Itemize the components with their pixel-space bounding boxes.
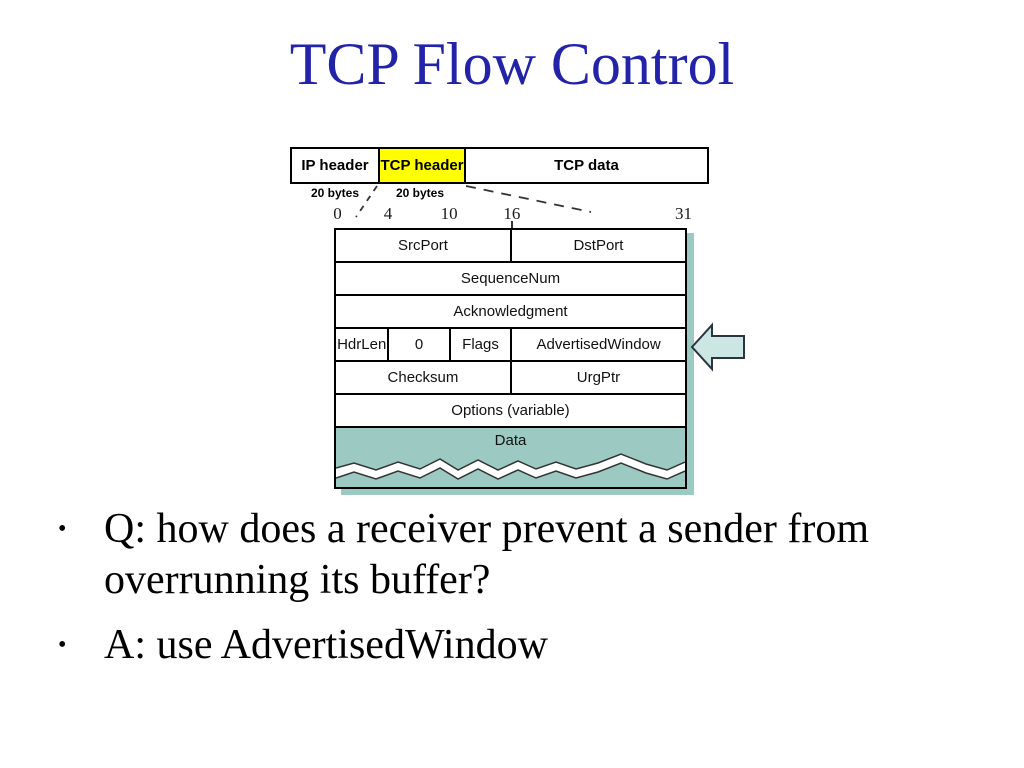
bit-tick-31: 31	[674, 204, 692, 223]
bullet-answer-text: A: use AdvertisedWindow	[104, 622, 548, 669]
bit-tick-4: 4	[383, 204, 393, 223]
field-checksum: Checksum	[336, 362, 512, 393]
field-urgptr: UrgPtr	[576, 369, 621, 386]
bullet-question: • Q: how does a receiver prevent a sende…	[52, 504, 940, 606]
tcp-data-label: TCP data	[554, 157, 619, 174]
field-srcport: SrcPort	[336, 230, 512, 261]
slide-title: TCP Flow Control	[289, 31, 735, 97]
ip-header-size-label: 20 bytes	[310, 186, 360, 200]
data-section: Data	[336, 428, 685, 487]
table-row-options: Options (variable)	[336, 395, 685, 428]
bit-tick-10: 10	[440, 204, 458, 223]
field-flags: Flags	[451, 329, 513, 360]
bit-tick-0: 0	[333, 204, 342, 223]
field-zero: 0	[389, 329, 451, 360]
field-sequencenum: SequenceNum	[460, 270, 561, 287]
bit-tick-16: 16	[503, 204, 521, 223]
bullet-dot: •	[58, 516, 67, 542]
tcp-header-label: TCP header	[380, 157, 464, 174]
packet-bar: IP header TCP header TCP data	[290, 147, 709, 184]
packet-segment-tcp-header: TCP header	[380, 149, 466, 182]
bullet-list: • Q: how does a receiver prevent a sende…	[52, 504, 940, 672]
bullet-answer: • A: use AdvertisedWindow	[52, 620, 940, 671]
bullet-dot: •	[58, 632, 67, 659]
table-row-checksum-urgptr: Checksum UrgPtr	[336, 362, 685, 395]
tcp-header-table: SrcPort DstPort SequenceNum Acknowledgme…	[334, 228, 687, 489]
advertised-window-arrow-icon	[690, 322, 745, 372]
tcp-header-size-label: 20 bytes	[395, 186, 445, 200]
field-hdrlen: HdrLen	[336, 329, 390, 360]
table-row-ports: SrcPort DstPort	[336, 230, 685, 263]
bit16-tick-mark	[511, 221, 513, 228]
field-data: Data	[494, 432, 527, 449]
torn-edge-zigzag	[336, 453, 685, 480]
packet-segment-ip-header: IP header	[292, 149, 380, 182]
bullet-question-text: Q: how does a receiver prevent a sender …	[104, 506, 870, 604]
ip-header-label: IP header	[301, 157, 369, 174]
table-row-flags-window: HdrLen 0 Flags AdvertisedWindow	[336, 329, 685, 362]
field-options: Options (variable)	[451, 402, 570, 419]
packet-segment-tcp-data: TCP data	[466, 149, 707, 182]
field-advertisedwindow: AdvertisedWindow	[536, 336, 661, 353]
field-acknowledgment: Acknowledgment	[453, 303, 568, 320]
bit-ruler: 0 4 10 16 31	[333, 202, 692, 226]
table-row-sequencenum: SequenceNum	[336, 263, 685, 296]
field-dstport: DstPort	[573, 237, 624, 254]
table-row-acknowledgment: Acknowledgment	[336, 296, 685, 329]
